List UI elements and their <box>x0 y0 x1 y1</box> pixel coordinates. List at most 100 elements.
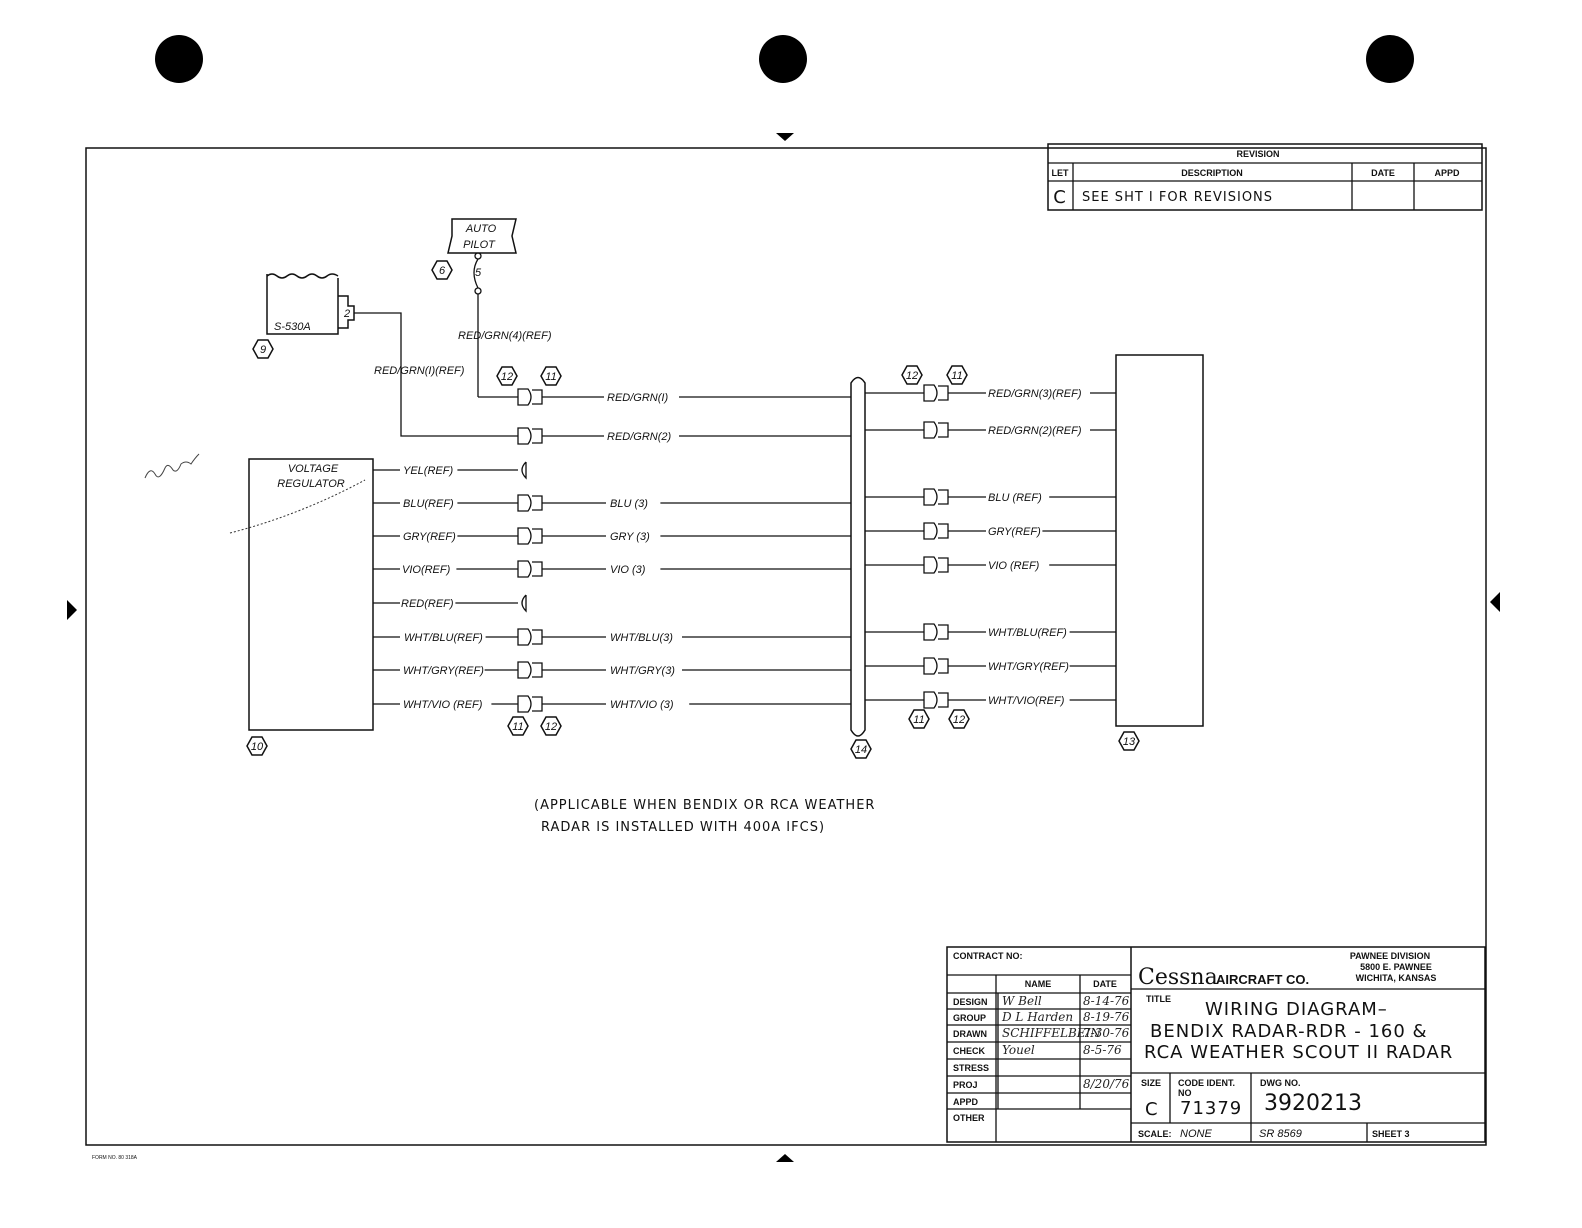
autopilot-label-line1: AUTO <box>465 223 497 235</box>
connector-plug <box>517 427 543 445</box>
voltage-regulator: VOLTAGE REGULATOR 10 <box>229 458 374 756</box>
connector-plug <box>923 384 949 402</box>
wire-label-middle: RED/GRN(I) <box>607 392 668 404</box>
wire-label-right: RED/GRN(2)(REF) <box>988 425 1082 437</box>
wire-label-middle: WHT/GRY(3) <box>610 665 675 677</box>
revision-col-date: DATE <box>1371 168 1395 178</box>
scale-value: NONE <box>1180 1128 1212 1140</box>
autopilot-wire-label: RED/GRN(4)(REF) <box>458 330 552 342</box>
wire-label-right: WHT/BLU(REF) <box>988 627 1067 639</box>
wire-label-left: WHT/BLU(REF) <box>404 632 483 644</box>
wire-label-middle: GRY (3) <box>610 531 650 543</box>
title-line3: RCA WEATHER SCOUT II RADAR <box>1144 1042 1453 1063</box>
wire-label-right: WHT/VIO(REF) <box>988 695 1065 707</box>
voltage-regulator-label-line2: REGULATOR <box>277 478 344 490</box>
revision-description: SEE SHT I FOR REVISIONS <box>1082 190 1273 205</box>
s530a-pin: 2 <box>343 308 350 320</box>
note-line2: RADAR IS INSTALLED WITH 400A IFCS) <box>541 820 825 835</box>
note-line1: (APPLICABLE WHEN BENDIX OR RCA WEATHER <box>534 798 875 813</box>
division-line2: 5800 E. PAWNEE <box>1360 962 1432 972</box>
punch-hole-center <box>759 35 807 83</box>
revision-col-description: DESCRIPTION <box>1181 168 1243 178</box>
title-label: TITLE <box>1146 994 1171 1004</box>
voltage-regulator-label-line1: VOLTAGE <box>288 463 339 475</box>
punch-hole-left <box>155 35 203 83</box>
signature-date: 8-19-76 <box>1083 1010 1130 1024</box>
signature-date: 7-30-76 <box>1083 1026 1130 1040</box>
connector-plug <box>517 628 543 646</box>
harness-bundle: 14 <box>850 376 872 759</box>
signature-role: OTHER <box>953 1113 985 1123</box>
center-mark-left <box>67 600 77 620</box>
connector-plug <box>923 657 949 675</box>
wire-label-left: WHT/VIO (REF) <box>403 699 483 711</box>
harness-ref: 14 <box>855 744 867 756</box>
connector-plug <box>517 388 543 406</box>
connector-plug <box>923 691 949 709</box>
connector-cap <box>521 594 527 613</box>
revision-col-appd: APPD <box>1434 168 1460 178</box>
connector-ref: 12 <box>501 371 513 383</box>
drawing-border <box>85 147 1487 1146</box>
connector-plug <box>923 421 949 439</box>
wire-label-right: WHT/GRY(REF) <box>988 661 1069 673</box>
connector-plug <box>517 494 543 512</box>
signature-role: PROJ <box>953 1080 978 1090</box>
scale-label: SCALE: <box>1138 1129 1172 1139</box>
connector-refs-top-right: 12 11 <box>901 365 968 385</box>
autopilot-pin: 5 <box>475 267 482 279</box>
wire-label-left: GRY(REF) <box>403 531 456 543</box>
connector-plug <box>923 488 949 506</box>
dwg-no-label: DWG NO. <box>1260 1078 1301 1088</box>
dwg-no-value: 3920213 <box>1264 1091 1362 1116</box>
connector-ref: 12 <box>953 714 965 726</box>
sr-value: SR 8569 <box>1259 1128 1302 1140</box>
signature-role: STRESS <box>953 1063 989 1073</box>
connector-plug <box>517 527 543 545</box>
connector-plug <box>517 560 543 578</box>
contract-no-label: CONTRACT NO: <box>953 951 1023 961</box>
autopilot-ref: 6 <box>439 265 446 277</box>
punch-hole-right <box>1366 35 1414 83</box>
wire-label-left: YEL(REF) <box>403 465 453 477</box>
connector-ref: 11 <box>913 714 924 726</box>
code-ident-label: CODE IDENT. <box>1178 1078 1235 1088</box>
form-number: FORM NO. 80 318A <box>92 1155 138 1161</box>
wire-label-middle: WHT/BLU(3) <box>610 632 673 644</box>
code-ident-value: 71379 <box>1180 1098 1242 1119</box>
connector-plug <box>923 522 949 540</box>
date-col-header: DATE <box>1093 979 1117 989</box>
signature-name: Youel <box>1002 1043 1035 1057</box>
signature-date: 8-14-76 <box>1083 994 1130 1008</box>
connector-ref: 11 <box>951 370 962 382</box>
wire-label-left: WHT/GRY(REF) <box>403 665 484 677</box>
radar-unit: 13 <box>1115 354 1204 751</box>
s530a-component: S-530A 2 9 <box>252 273 355 359</box>
title-line2: BENDIX RADAR-RDR - 160 & <box>1150 1021 1428 1042</box>
autopilot-label-line2: PILOT <box>463 239 496 251</box>
connector-refs-bottom-right: 11 12 <box>908 709 970 729</box>
company-name: Cessna <box>1138 965 1218 990</box>
connector-refs-bottom-left: 11 12 <box>507 716 562 736</box>
center-mark-bottom <box>776 1154 794 1162</box>
company-suffix: AIRCRAFT CO. <box>1216 972 1309 987</box>
signature-name: D L Harden <box>1001 1010 1073 1024</box>
division-line3: WICHITA, KANSAS <box>1356 973 1437 983</box>
signature-name: W Bell <box>1002 994 1042 1008</box>
signature-role: GROUP <box>953 1013 986 1023</box>
wire-label-middle: RED/GRN(2) <box>607 431 672 443</box>
name-col-header: NAME <box>1025 979 1052 989</box>
wire-label-middle: WHT/VIO (3) <box>610 699 674 711</box>
connector-plug <box>923 623 949 641</box>
wire-label-left: BLU(REF) <box>403 498 454 510</box>
sheet-value: SHEET 3 <box>1372 1129 1410 1139</box>
revision-block: REVISION LET DESCRIPTION DATE APPD C SEE… <box>1047 143 1483 211</box>
radar-unit-ref: 13 <box>1123 736 1136 748</box>
connector-ref: 12 <box>545 721 557 733</box>
connector-ref: 11 <box>545 371 556 383</box>
wire-label-right: VIO (REF) <box>988 560 1040 572</box>
connector-ref: 11 <box>512 721 523 733</box>
revision-col-let: LET <box>1052 168 1070 178</box>
